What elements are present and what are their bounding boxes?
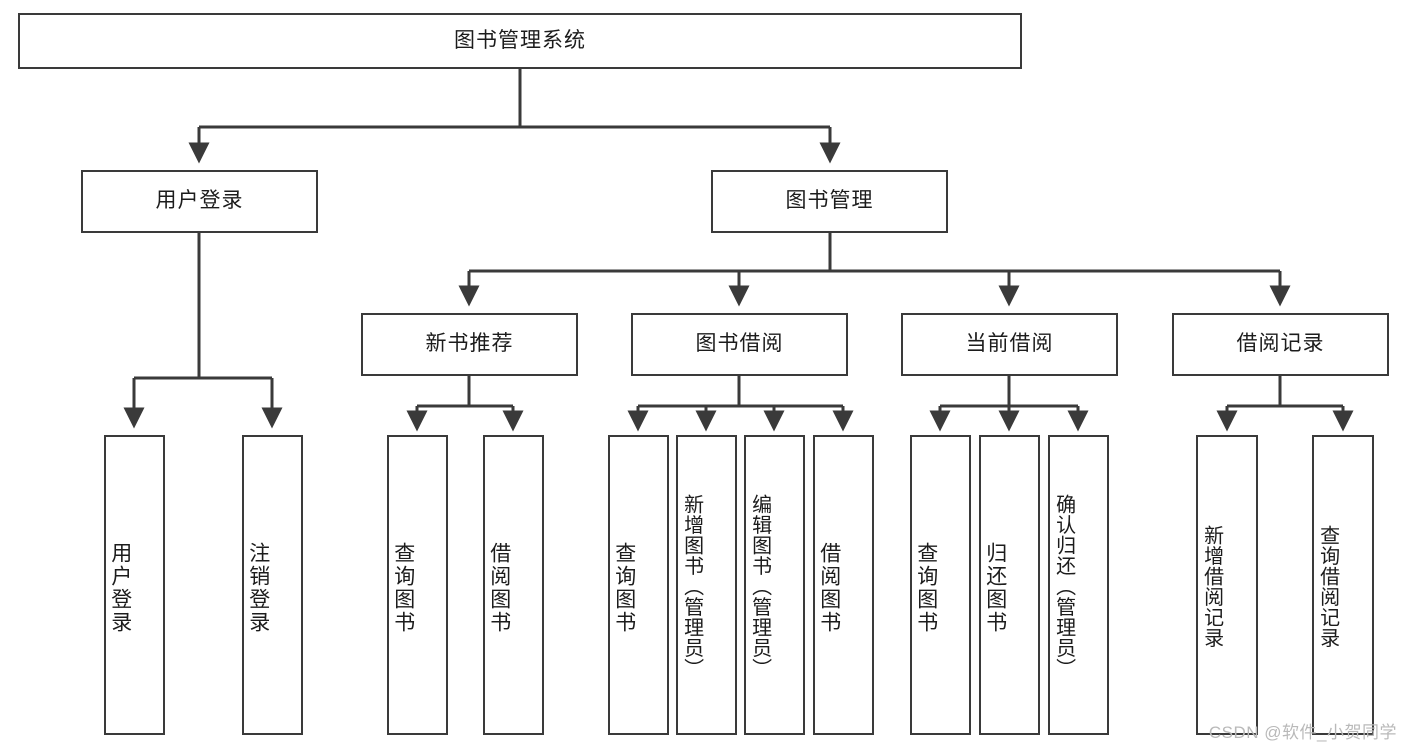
node-leaf-return-book-label: 归还图书 (983, 542, 1007, 634)
node-leaf-edit-book-label: 编辑图书（管理员） (748, 493, 771, 679)
node-leaf-user-logout[interactable]: 注销登录 (242, 435, 303, 735)
node-leaf-query-book-2[interactable]: 查询图书 (608, 435, 669, 735)
node-leaf-add-book-label: 新增图书（管理员） (680, 493, 703, 679)
node-leaf-add-record[interactable]: 新增借阅记录 (1196, 435, 1258, 735)
node-leaf-borrow-book-1-label: 借阅图书 (487, 542, 511, 634)
node-leaf-add-book[interactable]: 新增图书（管理员） (676, 435, 737, 735)
node-leaf-borrow-book-2[interactable]: 借阅图书 (813, 435, 874, 735)
node-borrow-record[interactable]: 借阅记录 (1172, 313, 1389, 376)
node-leaf-edit-book[interactable]: 编辑图书（管理员） (744, 435, 805, 735)
node-root[interactable]: 图书管理系统 (18, 13, 1022, 69)
node-leaf-query-book-1-label: 查询图书 (391, 542, 415, 634)
node-book-manage[interactable]: 图书管理 (711, 170, 948, 233)
node-leaf-add-record-label: 新增借阅记录 (1200, 524, 1223, 648)
node-leaf-query-book-3-label: 查询图书 (914, 542, 938, 634)
node-leaf-query-book-1[interactable]: 查询图书 (387, 435, 448, 735)
node-current-borrow-label: 当前借阅 (965, 332, 1054, 356)
node-book-manage-label: 图书管理 (785, 189, 874, 213)
node-leaf-user-login[interactable]: 用户登录 (104, 435, 165, 735)
node-current-borrow[interactable]: 当前借阅 (901, 313, 1118, 376)
node-leaf-confirm-return[interactable]: 确认归还（管理员） (1048, 435, 1109, 735)
node-leaf-user-login-label: 用户登录 (108, 542, 132, 634)
node-user-login-label: 用户登录 (155, 189, 244, 213)
node-leaf-query-record-label: 查询借阅记录 (1316, 524, 1339, 648)
node-new-book-rec[interactable]: 新书推荐 (361, 313, 578, 376)
node-leaf-query-record[interactable]: 查询借阅记录 (1312, 435, 1374, 735)
node-new-book-rec-label: 新书推荐 (425, 332, 514, 356)
node-root-label: 图书管理系统 (454, 28, 586, 52)
node-leaf-borrow-book-2-label: 借阅图书 (817, 542, 841, 634)
node-borrow-record-label: 借阅记录 (1236, 332, 1325, 356)
node-leaf-borrow-book-1[interactable]: 借阅图书 (483, 435, 544, 735)
node-leaf-query-book-3[interactable]: 查询图书 (910, 435, 971, 735)
node-leaf-user-logout-label: 注销登录 (246, 542, 270, 634)
node-user-login[interactable]: 用户登录 (81, 170, 318, 233)
node-leaf-return-book[interactable]: 归还图书 (979, 435, 1040, 735)
node-book-borrow[interactable]: 图书借阅 (631, 313, 848, 376)
node-leaf-query-book-2-label: 查询图书 (612, 542, 636, 634)
csdn-watermark: CSDN @软件_小贺同学 (1208, 723, 1397, 742)
node-leaf-confirm-return-label: 确认归还（管理员） (1052, 493, 1075, 679)
node-book-borrow-label: 图书借阅 (695, 332, 784, 356)
